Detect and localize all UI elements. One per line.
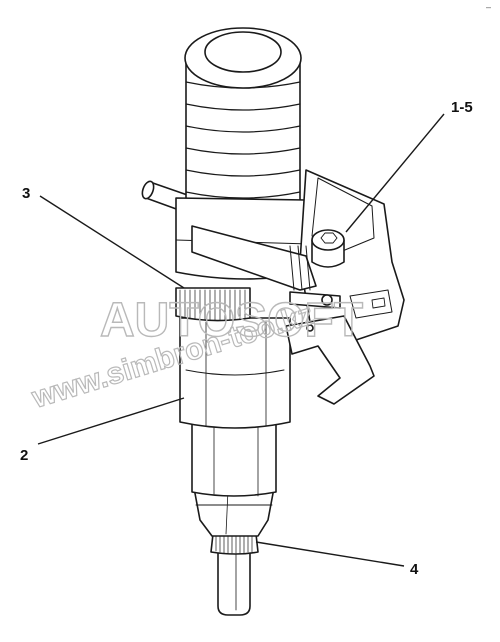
nozzle-tip — [217, 547, 251, 616]
watermark-brand: AUTOSOFT — [100, 294, 363, 347]
clamp-bolt — [311, 229, 345, 268]
corner-mark: – — [486, 2, 491, 12]
tappet-top-cap — [184, 27, 302, 89]
leader-line-2 — [37, 397, 185, 445]
clamp-spring — [289, 245, 311, 291]
seal-ring-band — [175, 287, 251, 322]
knurled-tip-ring — [210, 533, 259, 555]
clamp-lever-foot — [285, 315, 375, 405]
leader-line-1-5 — [345, 113, 445, 233]
stop-pin — [321, 294, 333, 306]
leader-line-4 — [255, 541, 405, 567]
callout-4: 4 — [410, 561, 419, 578]
injector-body — [179, 317, 291, 429]
callout-2: 2 — [20, 447, 28, 464]
clamp-arm — [191, 225, 317, 291]
injector-nut — [191, 417, 277, 497]
callout-3: 3 — [22, 185, 30, 202]
callout-1-5: 1-5 — [451, 99, 473, 116]
plunger-spring — [185, 59, 301, 239]
leader-line-3 — [39, 195, 185, 289]
